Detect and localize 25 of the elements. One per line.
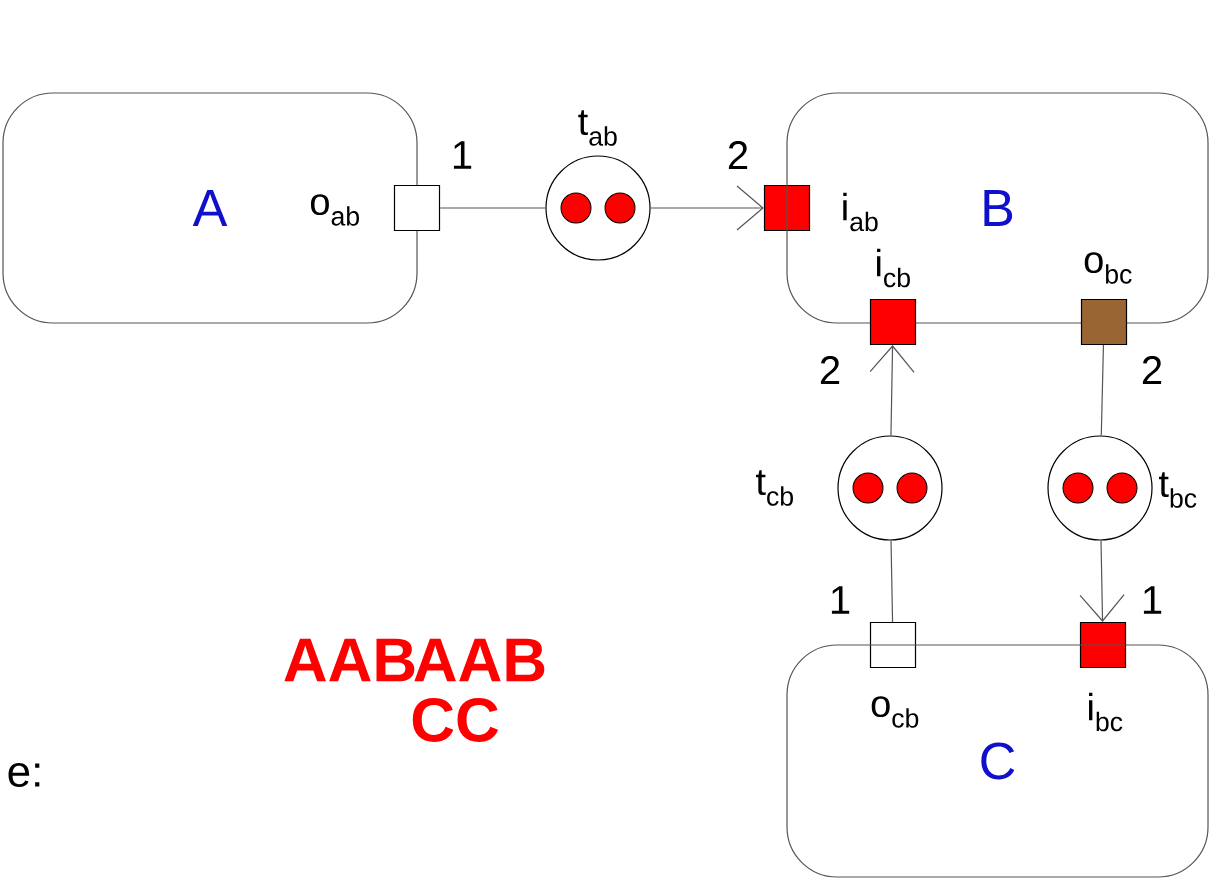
arc-weight: 2 xyxy=(1142,356,1162,384)
arc-weight: 1 xyxy=(831,586,850,614)
token-letters: AAB xyxy=(414,638,545,682)
port-label: t$_{bc}$ xyxy=(1159,472,1197,508)
port-square xyxy=(1079,621,1127,669)
port-square xyxy=(869,621,917,669)
arrow xyxy=(650,185,764,231)
port-label: o$_{cb}$ xyxy=(871,696,919,728)
port-label: i$_{bc}$ xyxy=(1089,692,1123,732)
port-label: o$_{ab}$ xyxy=(311,194,359,226)
token-letters: AAB xyxy=(284,638,415,682)
arc-weight: 2 xyxy=(728,141,748,169)
arc-weight: 1 xyxy=(1143,586,1162,614)
arc-weight: 2 xyxy=(820,356,840,384)
port-square xyxy=(763,184,811,232)
port-square xyxy=(393,184,441,232)
port-label: i$_{cb}$ xyxy=(877,248,910,288)
token-letters: CC xyxy=(412,698,499,742)
arc-weight: 1 xyxy=(453,141,472,169)
port-label: i$_{ab}$ xyxy=(843,192,878,232)
port-label: t$_{ab}$ xyxy=(578,110,617,146)
port-label: o$_{bc}$ xyxy=(1084,252,1132,284)
note-text: e: xyxy=(8,762,40,788)
arrow xyxy=(869,345,915,436)
port-label: t$_{cb}$ xyxy=(756,470,793,506)
